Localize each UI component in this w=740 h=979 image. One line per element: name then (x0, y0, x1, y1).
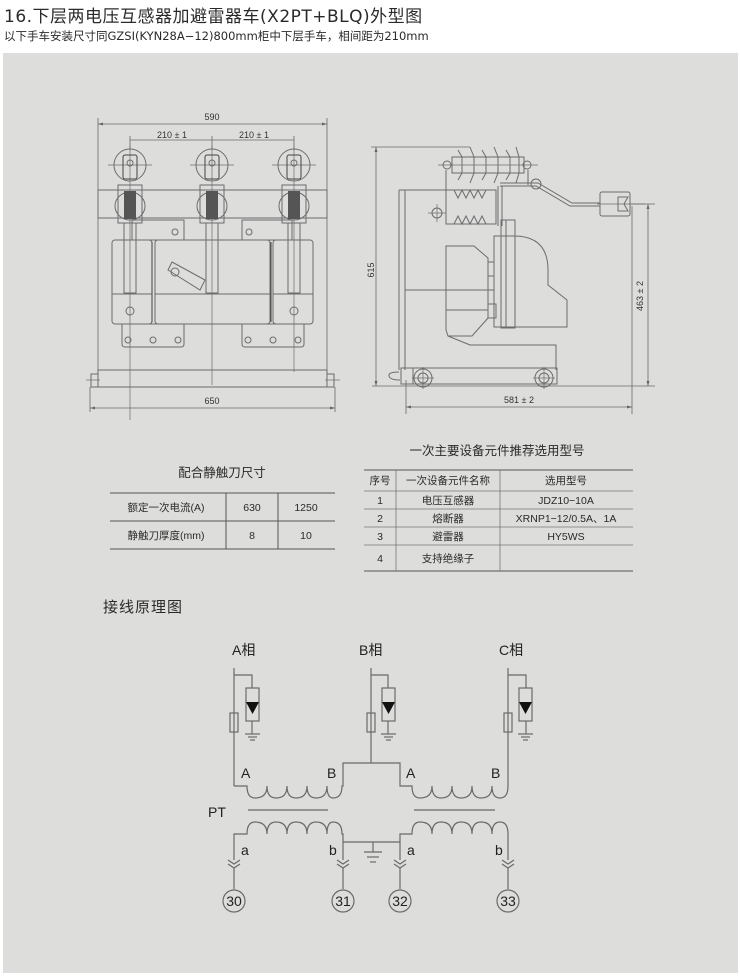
phase-assembly-a (108, 145, 152, 420)
secondary-terminal-a2: a (407, 842, 415, 858)
dim-581-label: 581 ± 2 (504, 395, 534, 405)
table-cell: XRNP1−12/0.5A、1A (516, 513, 617, 525)
phase-a-branch (229, 668, 260, 786)
pt-bellows (445, 186, 503, 226)
phase-label-a: A相 (232, 642, 255, 658)
terminal-30: 30 (222, 859, 246, 913)
primary-terminal-b1: B (327, 765, 336, 781)
pt1-primary-winding (234, 762, 371, 799)
table-cell: 4 (377, 553, 383, 565)
terminal-32: 32 (388, 859, 412, 913)
table-cell: 电压互感器 (422, 494, 475, 507)
terminal-number: 32 (392, 893, 408, 909)
table-cell: 10 (300, 530, 312, 542)
table-row: 额定一次电流(A) 630 1250 (128, 501, 318, 514)
pt2-secondary-winding (399, 821, 509, 860)
arrester-icon (519, 702, 532, 714)
table-row: 静触刀厚度(mm) 8 10 (128, 529, 312, 542)
table-cell: 避雷器 (432, 530, 464, 543)
terminal-33: 33 (496, 859, 520, 913)
phase-c-branch (503, 668, 533, 786)
equipment-table-title: 一次主要设备元件推荐选用型号 (409, 443, 584, 458)
table-cell: 630 (243, 502, 261, 514)
phase-label-c: C相 (499, 642, 523, 658)
pt1-secondary-winding (233, 821, 344, 860)
page-title: 16.下层两电压互感器加避雷器车(X2PT+BLQ)外型图 (4, 7, 423, 27)
table-row: 1 电压互感器 JDZ10−10A (377, 494, 594, 507)
phase-assembly-b (190, 145, 234, 385)
contact-table-title: 配合静触刀尺寸 (178, 465, 266, 480)
wheel-front (412, 367, 434, 389)
tables: 配合静触刀尺寸 额定一次电流(A) 630 1250 静触刀厚度(mm) 8 1… (110, 443, 633, 572)
terminal-31: 31 (331, 859, 355, 913)
dimension-650: 650 (89, 387, 336, 412)
table-cell: 2 (377, 513, 383, 525)
fuse-icon (503, 712, 513, 733)
primary-terminal-a2: A (406, 765, 416, 781)
table-cell: 静触刀厚度(mm) (128, 529, 205, 542)
table-row: 2 熔断器 XRNP1−12/0.5A、1A (377, 512, 616, 525)
phase-label-b: B相 (359, 642, 382, 658)
header-cell: 选用型号 (545, 474, 587, 487)
fuse-icon (366, 712, 376, 733)
primary-terminal-a1: A (241, 765, 251, 781)
header-cell: 序号 (370, 474, 391, 487)
equipment-table: 一次主要设备元件推荐选用型号 序号 一次设备元件名称 选用型号 1 电压互感器 … (364, 443, 633, 572)
dimension-590: 590 (97, 112, 328, 370)
front-view-drawing: 590 210 ± 1 210 ± 1 (86, 112, 340, 420)
arrester-icon (382, 702, 395, 714)
table-row: 4 支持绝缘子 (377, 552, 474, 565)
table-cell: 支持绝缘子 (422, 552, 475, 565)
side-view-drawing: 615 (366, 146, 655, 414)
page-subtitle: 以下手车安装尺寸同GZSI(KYN28A−12)800mm柜中下层手车，相间距为… (4, 29, 429, 43)
dim-615-label: 615 (366, 262, 376, 277)
secondary-terminal-b1: b (329, 842, 337, 858)
table-cell: 3 (377, 531, 383, 543)
pt2-primary-winding (371, 762, 509, 799)
table-cell: 1 (377, 495, 383, 507)
contact-dimension-table: 配合静触刀尺寸 额定一次电流(A) 630 1250 静触刀厚度(mm) 8 1… (110, 465, 335, 550)
table-cell: 熔断器 (432, 512, 464, 525)
header-cell: 一次设备元件名称 (406, 474, 490, 487)
table-cell: JDZ10−10A (538, 495, 594, 507)
fuse-icon (229, 712, 239, 733)
primary-terminal-b2: B (491, 765, 500, 781)
table-cell: 8 (249, 530, 255, 542)
ground-icon (364, 851, 382, 863)
terminal-number: 33 (500, 893, 516, 909)
pt-label: PT (208, 804, 226, 820)
dim-650-label: 650 (204, 396, 219, 406)
dimension-463: 463 ± 2 (630, 203, 655, 386)
terminal-number: 30 (226, 893, 242, 909)
table-cell: 1250 (294, 502, 318, 514)
schematic-section-title: 接线原理图 (103, 598, 184, 616)
table-cell: HY5WS (547, 531, 584, 543)
wheel-rear (533, 367, 555, 389)
phase-b-branch (366, 668, 396, 763)
table-row: 3 避雷器 HY5WS (377, 530, 585, 543)
terminal-number: 31 (335, 893, 351, 909)
arrester-icon (246, 702, 259, 714)
dimension-581: 581 ± 2 (405, 206, 633, 414)
secondary-terminal-b2: b (495, 842, 503, 858)
dim-210-right-label: 210 ± 1 (239, 130, 269, 140)
dim-210-left-label: 210 ± 1 (157, 130, 187, 140)
pt-body (405, 219, 568, 370)
dimension-615: 615 (366, 146, 470, 386)
secondary-terminal-a1: a (241, 842, 249, 858)
phase-assembly-c (272, 145, 316, 372)
surge-arrester (438, 146, 538, 184)
dimension-phase-spacing: 210 ± 1 210 ± 1 (129, 130, 295, 150)
dim-463-label: 463 ± 2 (635, 281, 645, 311)
table-cell: 额定一次电流(A) (128, 501, 205, 514)
table-header-row: 序号 一次设备元件名称 选用型号 (370, 474, 588, 487)
dim-590-label: 590 (204, 112, 219, 122)
